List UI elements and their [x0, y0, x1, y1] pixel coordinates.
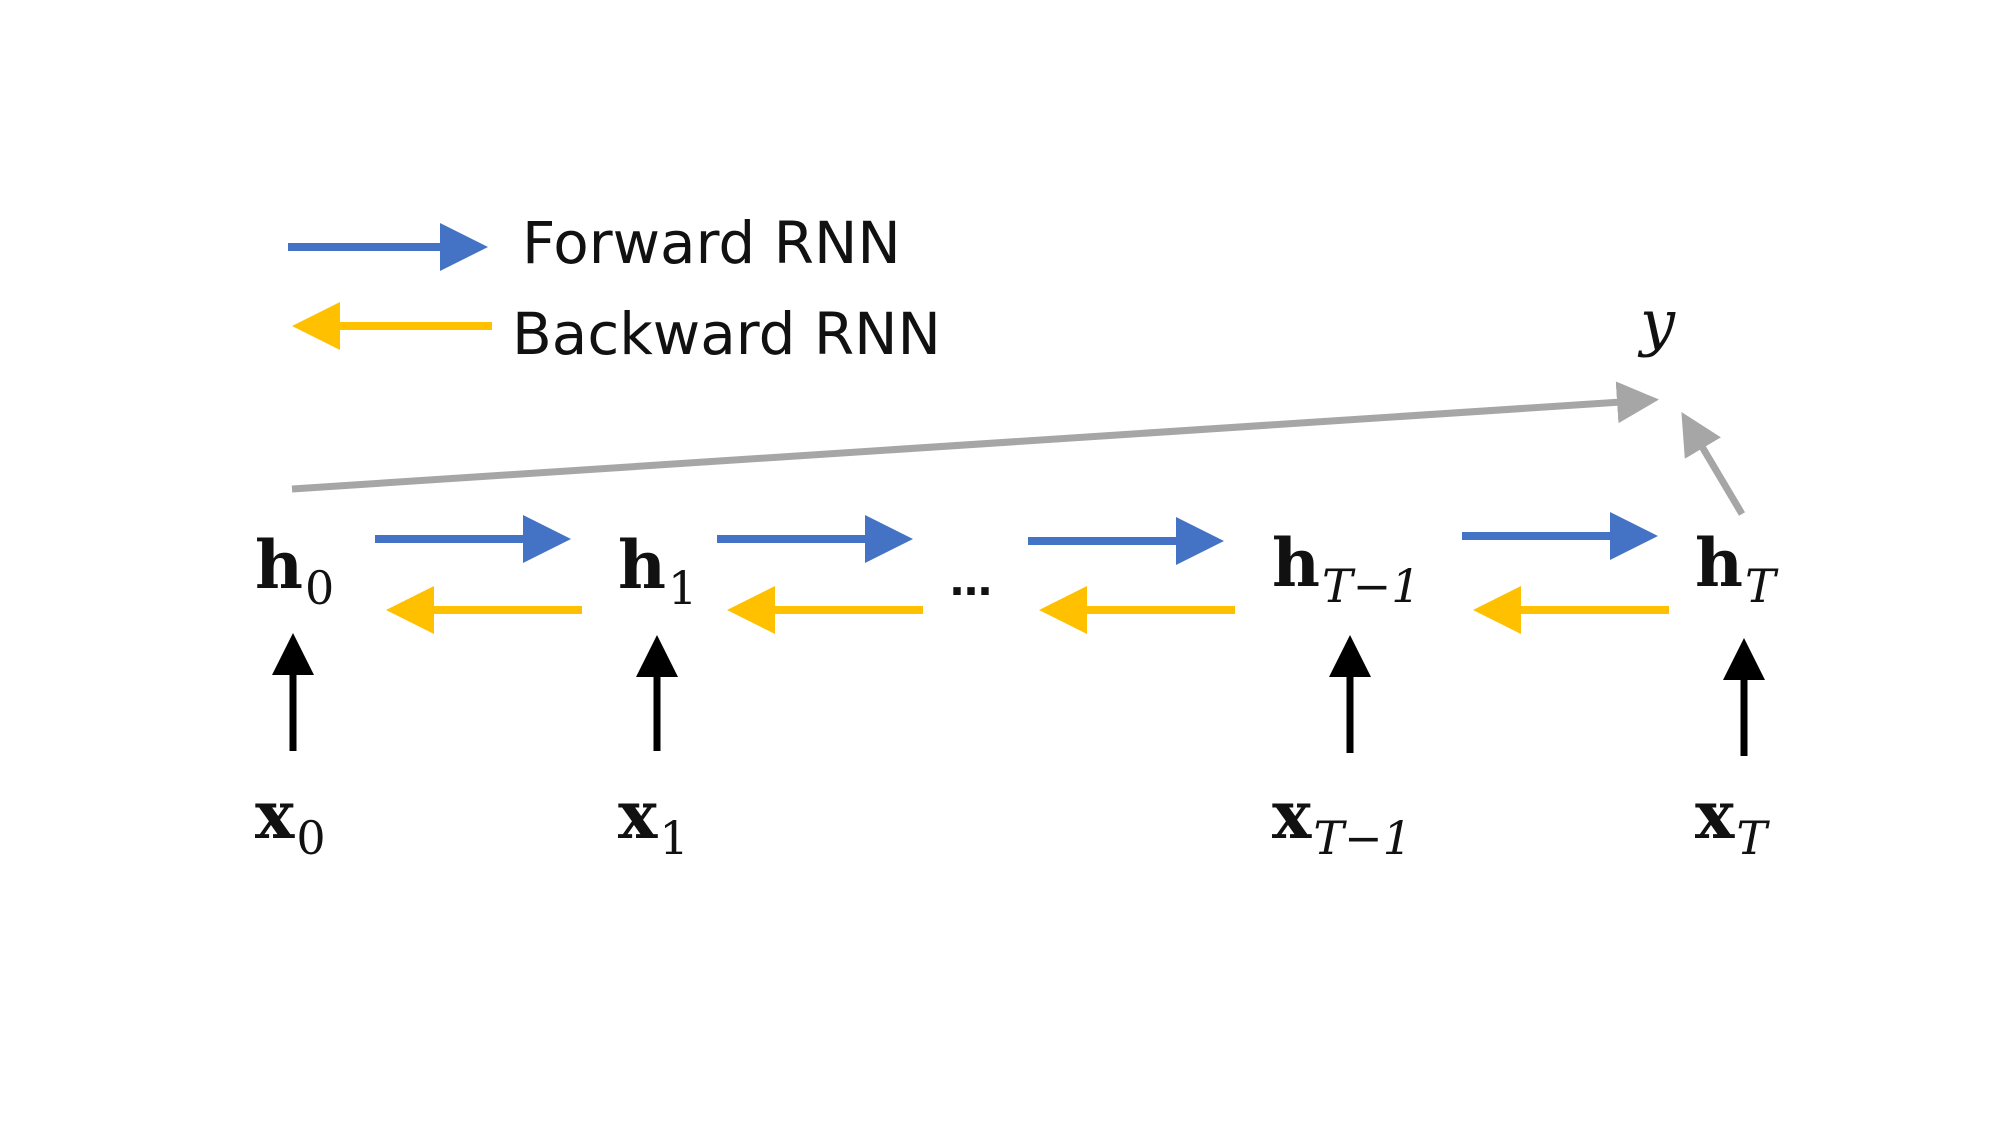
- hidden-node-base: h: [1272, 524, 1320, 602]
- output-arrow-from-h0: [291, 381, 1659, 493]
- output-label-y: y: [1640, 286, 1676, 359]
- ellipsis: …: [950, 556, 993, 605]
- hidden-node-base: h: [255, 526, 303, 604]
- hidden-node-base: h: [618, 526, 666, 604]
- hidden-node-subscript: 1: [668, 561, 698, 615]
- input-node-base: x: [618, 776, 658, 854]
- hidden-node-subscript: T: [1745, 559, 1776, 613]
- input-node-base: x: [255, 776, 295, 854]
- input-node-xT-1: xT−1: [1272, 782, 1412, 861]
- input-node-base: x: [1272, 776, 1312, 854]
- legend-forward-label: Forward RNN: [522, 209, 901, 277]
- input-node-subscript: 1: [659, 811, 689, 865]
- input-node-xT: xT: [1695, 782, 1767, 861]
- legend-backward-label: Backward RNN: [512, 300, 941, 368]
- input-node-x1: x1: [618, 782, 689, 861]
- output-arrow-from-hT: [1681, 411, 1746, 516]
- input-node-x0: x0: [255, 782, 326, 861]
- hidden-node-base: h: [1695, 524, 1743, 602]
- hidden-node-h1: h1: [618, 532, 697, 611]
- input-node-subscript: 0: [296, 811, 326, 865]
- input-node-subscript: T−1: [1313, 811, 1412, 865]
- input-node-base: x: [1695, 776, 1735, 854]
- hidden-node-subscript: 0: [305, 561, 335, 615]
- hidden-node-subscript: T−1: [1322, 559, 1421, 613]
- hidden-node-h0: h0: [255, 532, 334, 611]
- hidden-node-hT-1: hT−1: [1272, 530, 1421, 609]
- input-node-subscript: T: [1736, 811, 1768, 865]
- hidden-node-hT: hT: [1695, 530, 1776, 609]
